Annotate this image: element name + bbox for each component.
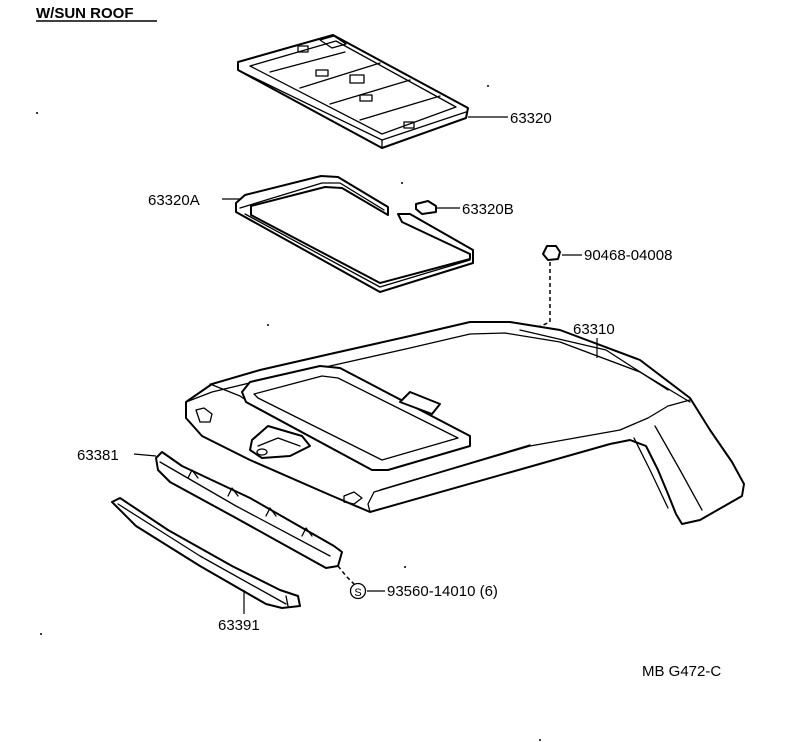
diagram-code: MB G472-C xyxy=(642,663,721,680)
scan-speck xyxy=(267,324,269,326)
scan-speck xyxy=(539,739,541,741)
scan-speck xyxy=(40,633,42,635)
callout-63381: 63381 xyxy=(77,447,119,464)
part-63320A-frame xyxy=(235,175,474,293)
scan-speck xyxy=(487,85,489,87)
s-mark-icon xyxy=(349,582,367,600)
clip-mount-dashed-line xyxy=(535,262,551,329)
scan-speck xyxy=(401,182,403,184)
scan-speck xyxy=(404,566,406,568)
callout-63310: 63310 xyxy=(573,321,615,338)
part-63320B-clip xyxy=(415,200,437,215)
part-63381-strip xyxy=(155,451,343,569)
callout-63320: 63320 xyxy=(510,110,552,127)
part-90468-clip xyxy=(542,245,561,261)
part-63391-trim xyxy=(111,497,301,609)
callout-63320B: 63320B xyxy=(462,201,514,218)
callout-63391: 63391 xyxy=(218,617,260,634)
part-63320-sunshade xyxy=(237,34,469,149)
leader-63381 xyxy=(133,453,157,457)
callout-90468: 90468-04008 xyxy=(584,247,672,264)
s-mark-letter: S xyxy=(354,587,361,599)
callout-93560: 93560-14010 (6) xyxy=(387,583,498,600)
screw-dashed-line xyxy=(337,565,357,587)
scan-speck xyxy=(36,112,38,114)
part-63310-headlining xyxy=(185,321,745,525)
callout-63320A: 63320A xyxy=(148,192,200,209)
diagram-title: W/SUN ROOF xyxy=(36,5,134,22)
